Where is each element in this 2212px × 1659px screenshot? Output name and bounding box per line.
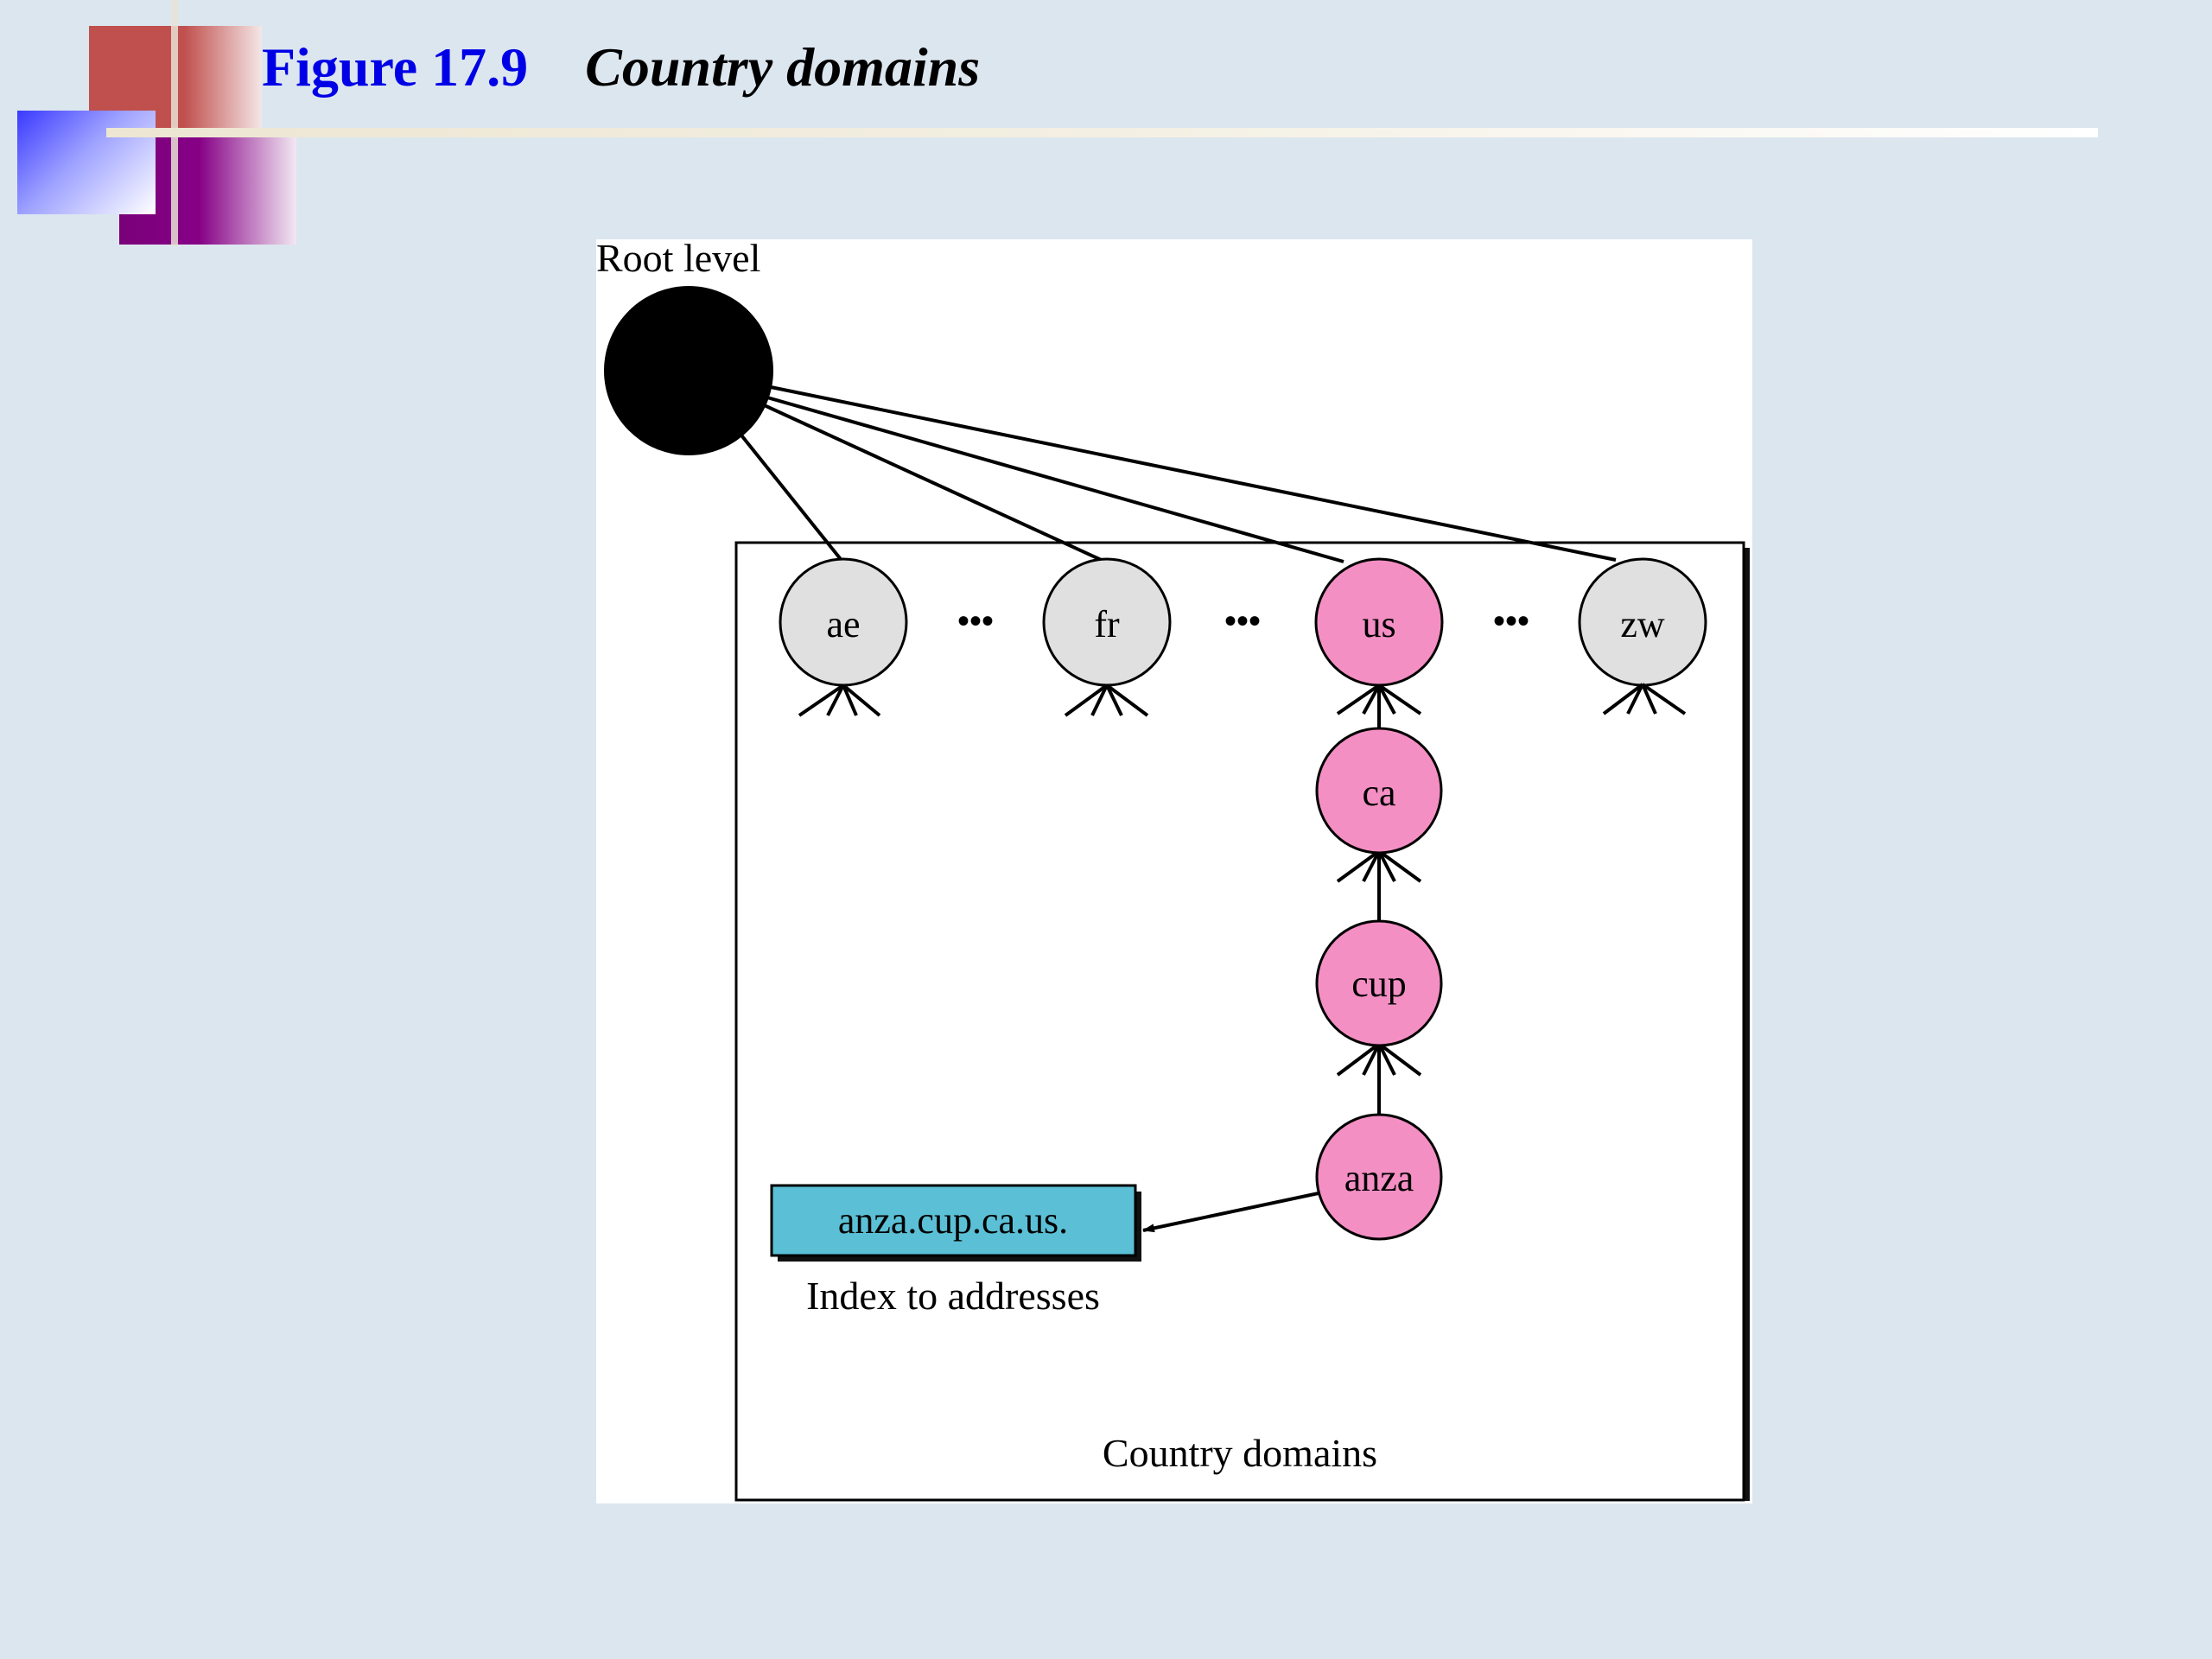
root-edges: [737, 385, 1617, 564]
node-fr: fr: [1042, 557, 1172, 687]
node-fr-label: fr: [1094, 603, 1120, 645]
node-ca: ca: [1315, 727, 1443, 855]
edge-root-ae: [737, 430, 845, 564]
record-box-label: anza.cup.ca.us.: [838, 1199, 1068, 1242]
root-level-label: Root level: [596, 236, 760, 280]
node-anza-label: anza: [1344, 1157, 1414, 1199]
root-node: [604, 286, 773, 455]
node-us: us: [1314, 557, 1444, 687]
arrow-anza-to-record: [1142, 1192, 1319, 1233]
ellipsis-2: •••: [1224, 601, 1261, 640]
record-caption: Index to addresses: [806, 1274, 1100, 1318]
fan-arrow-zw: [1602, 683, 1687, 715]
slide-title: Figure 17.9 Country domains: [262, 33, 980, 102]
fan-arrow-ae: [798, 683, 881, 717]
node-zw-label: zw: [1620, 603, 1665, 645]
figure-title: Country domains: [585, 36, 981, 98]
arrow-ca-to-us: [1336, 683, 1422, 730]
title-underline: [106, 128, 2098, 137]
logo-vertical-rule: [171, 0, 178, 246]
node-ae-label: ae: [826, 603, 860, 645]
fan-arrows: [798, 683, 1687, 717]
fan-arrow-fr: [1064, 683, 1149, 717]
country-domains-box: [734, 541, 1745, 1502]
edge-root-fr: [760, 402, 1108, 564]
node-ca-label: ca: [1362, 772, 1395, 814]
chain-arrows: [1336, 683, 1422, 1116]
ellipsis-1: •••: [957, 601, 994, 640]
arrow-cup-to-ca: [1336, 849, 1422, 923]
arrow-anza-to-cup: [1336, 1042, 1422, 1116]
node-us-label: us: [1362, 603, 1395, 645]
node-ae: ae: [779, 557, 908, 687]
node-zw: zw: [1578, 557, 1707, 687]
ellipsis-3: •••: [1493, 601, 1529, 640]
node-cup: cup: [1315, 919, 1443, 1047]
record-box: anza.cup.ca.us.: [770, 1184, 1141, 1262]
country-domains-label: Country domains: [1103, 1431, 1377, 1475]
node-anza: anza: [1315, 1113, 1443, 1241]
figure-number: Figure 17.9: [262, 36, 529, 98]
node-cup-label: cup: [1351, 963, 1407, 1005]
edge-root-zw: [770, 385, 1617, 562]
edge-root-us: [766, 396, 1344, 563]
